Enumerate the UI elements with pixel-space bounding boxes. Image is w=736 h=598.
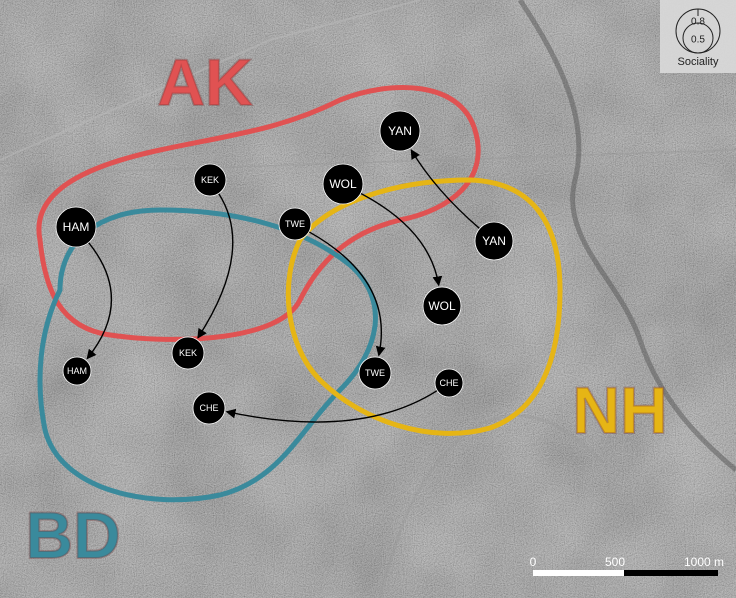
node-label: WOL [329,177,357,191]
node-circle [358,356,392,390]
arrow-ham-1-to-ham-2 [86,242,113,360]
zone-outlines [36,85,563,503]
node-label: YAN [482,234,506,248]
zone-label-ak: AK [157,45,253,119]
scale-bar: 0 500 1000 m [530,555,724,576]
node-kek-1: KEK [193,163,227,197]
arrow-che-1-to-che-2 [225,389,438,423]
node-circle [55,206,97,248]
scale-segment-black [624,570,718,576]
node-label: HAM [67,366,87,376]
node-circle [379,110,421,152]
node-ham-1: HAM [55,206,97,248]
node-ham-2: HAM [62,356,92,386]
zone-labels: AK BD NH [24,44,668,573]
node-label: WOL [428,299,456,313]
zone-label-bd: BD [25,498,120,572]
scale-segment-white [533,570,624,576]
node-label: KEK [179,348,197,358]
arrow-yan-2-to-yan-1 [410,149,481,230]
zone-bd-outline [37,207,378,503]
scale-label-0: 0 [530,555,537,569]
sociality-legend: 0.8 0.5 Sociality [660,0,736,73]
node-circle [278,207,312,241]
legend-value-0-8: 0.8 [691,17,705,28]
node-circle [171,336,205,370]
node-wol-2: WOL [422,286,462,326]
node-label: CHE [439,378,458,388]
node-yan-2: YAN [474,221,514,261]
arrow-wol-1-to-wol-2 [360,192,443,287]
node-twe-1: TWE [278,207,312,241]
node-che-1: CHE [434,368,464,398]
node-circle [62,356,92,386]
node-kek-2: KEK [171,336,205,370]
node-circle [422,286,462,326]
scale-label-500: 500 [605,555,625,569]
legend-value-0-5: 0.5 [691,35,705,46]
legend-title: Sociality [678,56,719,68]
legend-circle-inner [682,22,714,54]
node-che-2: CHE [192,391,226,425]
arrow-twe-1-to-twe-2 [308,231,386,357]
individual-nodes: YAN KEK WOL HAM TWE YAN WOL TWE CHE HAM KEK CHE [55,110,514,425]
node-circle [474,221,514,261]
node-label: KEK [201,175,219,185]
node-label: TWE [365,368,385,378]
movement-arrows [86,149,481,423]
node-circle [192,391,226,425]
node-circle [322,163,364,205]
node-yan-1: YAN [379,110,421,152]
node-wol-1: WOL [322,163,364,205]
arrow-kek-1-to-kek-2 [197,193,234,339]
zone-nh-outline [285,177,563,436]
scale-label-1000: 1000 m [684,555,724,569]
zone-label-nh: NH [572,373,667,447]
node-label: CHE [199,403,218,413]
node-label: YAN [388,124,412,138]
node-label: HAM [63,220,90,234]
node-label: TWE [285,219,305,229]
node-twe-2: TWE [358,356,392,390]
node-circle [434,368,464,398]
node-circle [193,163,227,197]
